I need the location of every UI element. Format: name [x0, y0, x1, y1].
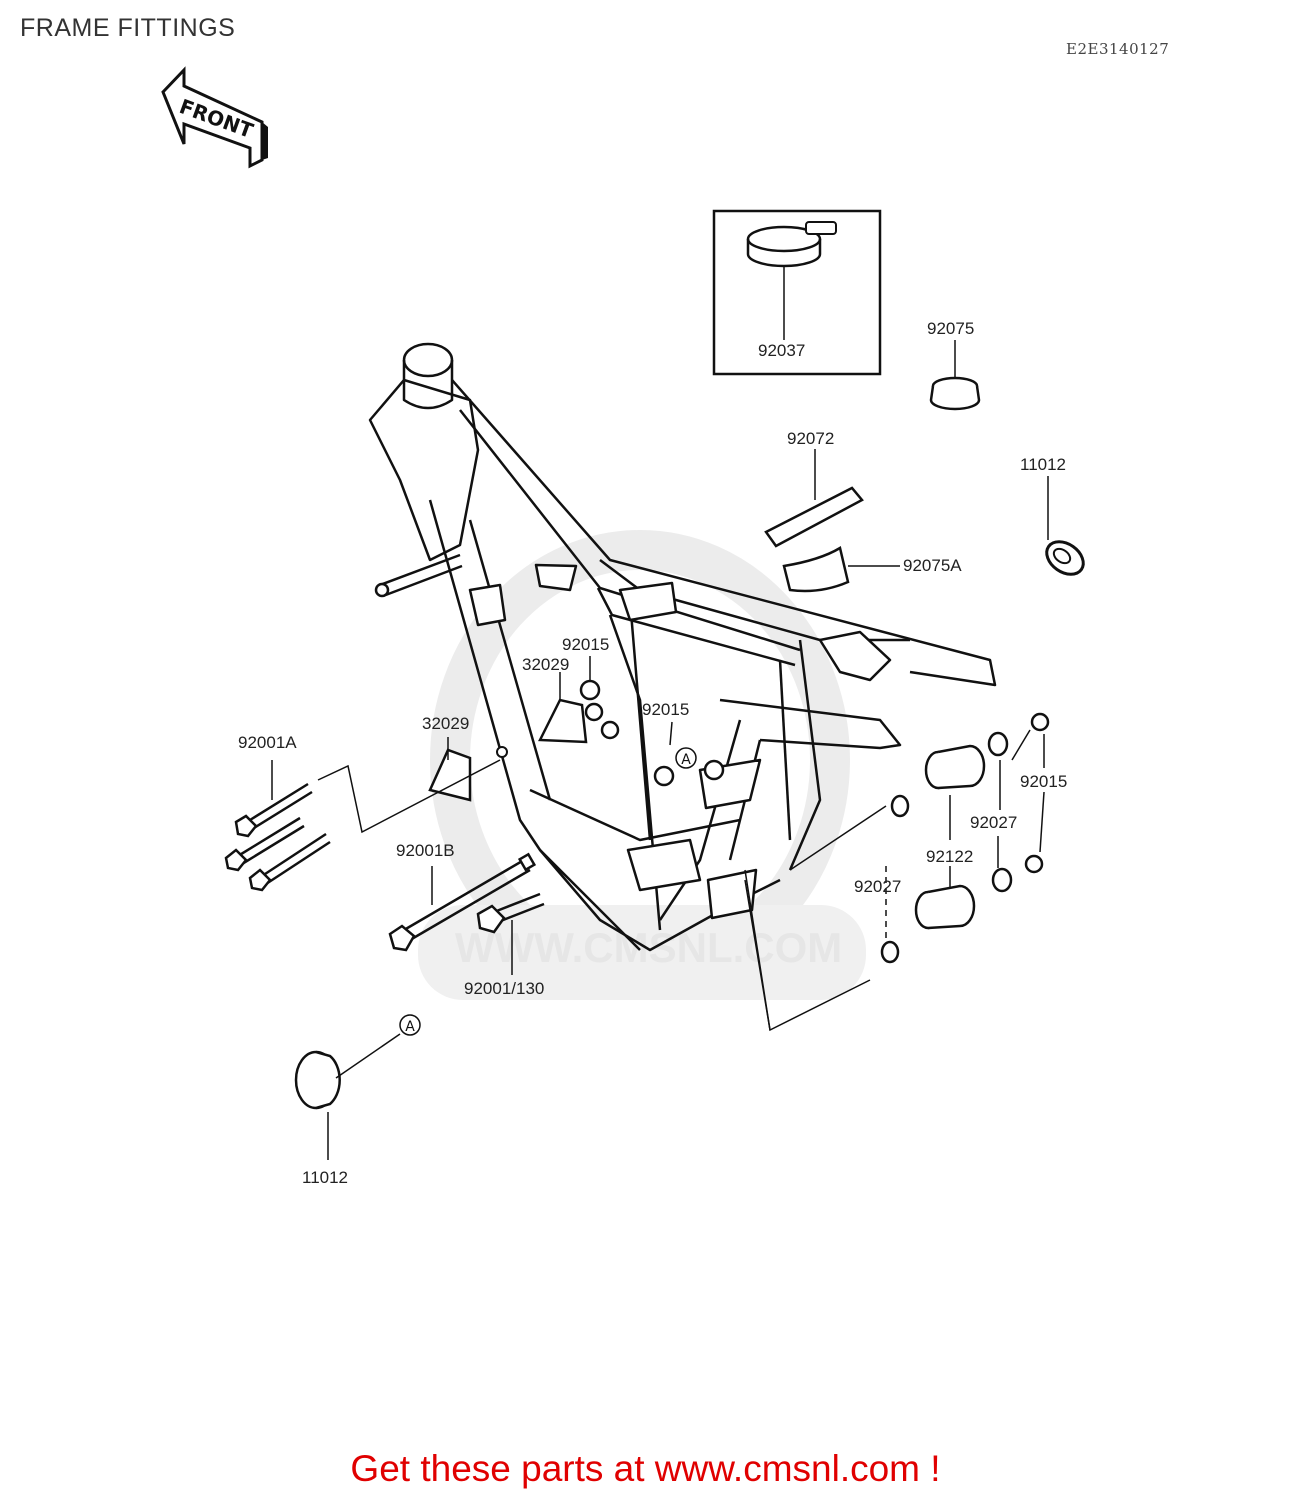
part-label-92122: 92122	[926, 847, 973, 866]
part-label-92001A: 92001A	[238, 733, 297, 752]
cap-11012-top-icon	[1045, 476, 1085, 576]
front-arrow-icon: FRONT	[161, 66, 268, 169]
bolt-92001A-icon	[224, 759, 501, 892]
bracket-32029-upper-icon	[538, 672, 588, 744]
part-label-92001-130: 92001/130	[464, 979, 544, 998]
part-label-92027-a: 92027	[970, 813, 1017, 832]
strap-92072-icon	[764, 449, 900, 593]
grommet-92075-icon	[929, 340, 981, 411]
clamp-92037-box	[712, 209, 882, 376]
callout-a-upper-label: A	[681, 752, 691, 768]
part-label-11012-bottom: 11012	[302, 1168, 348, 1187]
bracket-32029-lower-icon	[428, 737, 508, 802]
part-label-92015-c: 92015	[1020, 772, 1067, 791]
cap-11012-bottom-icon	[294, 1033, 401, 1160]
part-label-92015-b: 92015	[642, 700, 689, 719]
footer-promo-link[interactable]: Get these parts at www.cmsnl.com !	[350, 1448, 941, 1489]
part-label-92075: 92075	[927, 319, 974, 338]
part-label-92015-a: 92015	[562, 635, 609, 654]
nut-92015-right-icon	[1024, 712, 1050, 874]
part-label-32029-a: 32029	[522, 655, 569, 674]
watermark-text: WWW.CMSNL.COM	[455, 924, 842, 971]
callout-a-upper: A	[675, 747, 697, 769]
collar-92027-icon	[880, 731, 1013, 964]
leader-lines	[744, 729, 1031, 1032]
part-label-92072: 92072	[787, 429, 834, 448]
part-label-92075A: 92075A	[903, 556, 962, 575]
frame-fittings-diagram: WWW.CMSNL.COM FRONT	[161, 66, 1085, 1187]
motorcycle-frame	[368, 342, 997, 952]
bolt-92001-130-icon	[476, 892, 545, 975]
bolt-92001B-icon	[388, 852, 537, 952]
engine-mount-92122-icon	[914, 744, 986, 930]
nut-92015-middle-icon	[653, 721, 725, 787]
nut-92015-upper-icon	[579, 656, 620, 740]
page-title: FRAME FITTINGS	[20, 14, 236, 42]
part-label-32029-b: 32029	[422, 714, 469, 733]
callout-a-lower-label: A	[405, 1019, 415, 1035]
part-label-92027-b: 92027	[854, 877, 901, 896]
callout-a-lower: A	[399, 1014, 421, 1036]
part-label-11012-top: 11012	[1020, 455, 1066, 474]
part-label-92037: 92037	[758, 341, 805, 360]
part-label-92001B: 92001B	[396, 841, 455, 860]
diagram-reference-code: E2E3140127	[1066, 40, 1170, 58]
